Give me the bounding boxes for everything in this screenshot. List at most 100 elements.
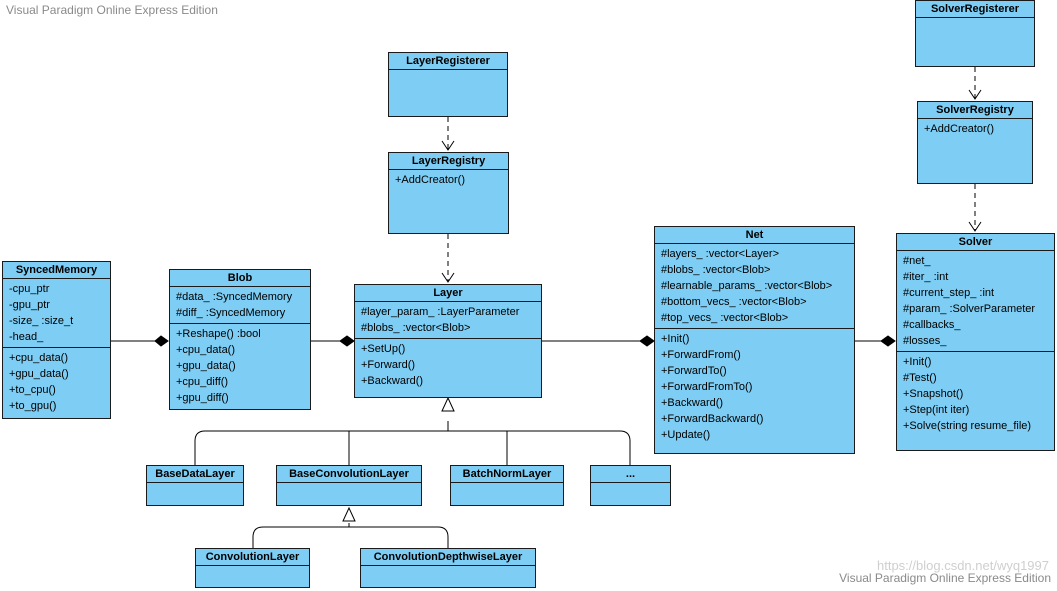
watermark-bottom: Visual Paradigm Online Express Edition [839,571,1051,585]
operation: +gpu_data() [9,368,69,380]
arrow-open [968,89,982,100]
class-title: Layer [355,285,541,302]
class-title: ConvolutionLayer [196,549,309,566]
diamond [639,335,655,347]
class-title: ConvolutionDepthwiseLayer [361,549,535,566]
diamond [880,335,896,347]
attribute: #param_ :SolverParameter [903,303,1036,315]
arrow-open [441,140,455,151]
class-batchnormlayer[interactable]: BatchNormLayer [450,465,564,506]
attribute: #top_vecs_ :vector<Blob> [661,312,789,324]
class-solver[interactable]: Solver #net_ #iter_ :int #current_step_ … [896,233,1055,451]
operations: +Reshape() :bool +cpu_data() +gpu_data()… [170,324,310,408]
class-basedatalayer[interactable]: BaseDataLayer [146,465,244,506]
inherit-tree-baseconv [252,523,449,548]
attribute: #diff_ :SyncedMemory [176,307,286,319]
class-title: BaseDataLayer [147,466,243,483]
attribute: #learnable_params_ :vector<Blob> [661,280,833,292]
operation: +AddCreator() [924,123,995,135]
class-title: ... [591,466,670,483]
attribute: #layer_param_ :LayerParameter [361,306,520,318]
operations: +SetUp() +Forward() +Backward() [355,339,541,391]
attribute: #blobs_ :vector<Blob> [661,264,771,276]
attribute: #current_step_ :int [903,287,995,299]
class-title: LayerRegisterer [389,53,507,70]
class-ellipsis-layer[interactable]: ... [590,465,671,506]
class-net[interactable]: Net #layers_ :vector<Layer> #blobs_ :vec… [654,226,855,454]
operation: +SetUp() [361,343,406,355]
operations: +Init() +ForwardFrom() +ForwardTo() +For… [655,329,854,445]
attribute: #blobs_ :vector<Blob> [361,322,471,334]
class-title: BaseConvolutionLayer [277,466,421,483]
inherit-tree-layer [194,421,631,467]
class-title: LayerRegistry [389,153,508,170]
class-layerregisterer[interactable]: LayerRegisterer [388,52,508,117]
operation: +gpu_data() [176,360,236,372]
operation: +Reshape() :bool [176,328,261,340]
attribute: #iter_ :int [903,271,949,283]
class-convolutiondepthwiselayer[interactable]: ConvolutionDepthwiseLayer [360,548,536,588]
attribute: -size_ :size_t [9,315,74,327]
operation: +ForwardFromTo() [661,381,753,393]
operation: #Test() [903,372,937,384]
attributes: #layer_param_ :LayerParameter #blobs_ :v… [355,302,541,339]
operation: +ForwardFrom() [661,349,741,361]
attributes: -cpu_ptr -gpu_ptr -size_ :size_t -head_ [3,279,110,348]
class-title: Solver [897,234,1054,251]
attribute: #data_ :SyncedMemory [176,291,293,303]
operation: +Forward() [361,359,416,371]
class-solverregistry[interactable]: SolverRegistry +AddCreator() [917,101,1033,184]
operation: +Update() [661,429,711,441]
operation: +Backward() [361,375,424,387]
operation: +cpu_data() [9,352,69,364]
diamond [339,335,355,347]
attribute: #bottom_vecs_ :vector<Blob> [661,296,807,308]
attributes: #data_ :SyncedMemory #diff_ :SyncedMemor… [170,287,310,324]
attribute: -cpu_ptr [9,283,50,295]
operation: +gpu_diff() [176,392,229,404]
class-layerregistry[interactable]: LayerRegistry +AddCreator() [388,152,509,234]
class-convolutionlayer[interactable]: ConvolutionLayer [195,548,310,588]
attribute: -head_ [9,331,44,343]
class-layer[interactable]: Layer #layer_param_ :LayerParameter #blo… [354,284,542,398]
operation: +Init() [661,333,690,345]
class-title: BatchNormLayer [451,466,563,483]
attribute: #layers_ :vector<Layer> [661,248,780,260]
operations: +AddCreator() [918,119,1032,139]
triangle [441,396,455,412]
class-title: SolverRegistry [918,102,1032,119]
arrow-open [968,221,982,232]
operation: +ForwardTo() [661,365,727,377]
arrow-open [441,272,455,283]
operation: +Snapshot() [903,388,964,400]
operation: +Init() [903,356,932,368]
operation: +to_gpu() [9,400,57,412]
operation: +Backward() [661,397,724,409]
class-title: Blob [170,270,310,287]
attribute: #losses_ [903,335,947,347]
operation: +Step(int iter) [903,404,970,416]
triangle [342,506,356,522]
watermark-url: https://blog.csdn.net/wyq1997 [876,558,1049,573]
operations: +cpu_data() +gpu_data() +to_cpu() +to_gp… [3,348,110,416]
attributes: #layers_ :vector<Layer> #blobs_ :vector<… [655,244,854,329]
diamond [154,335,169,347]
attributes: #net_ #iter_ :int #current_step_ :int #p… [897,251,1054,352]
operation: +Solve(string resume_file) [903,420,1032,432]
class-solverregisterer[interactable]: SolverRegisterer [915,0,1035,67]
class-baseconvolutionlayer[interactable]: BaseConvolutionLayer [276,465,422,506]
class-blob[interactable]: Blob #data_ :SyncedMemory #diff_ :Synced… [169,269,311,410]
operations: +Init() #Test() +Snapshot() +Step(int it… [897,352,1054,436]
class-title: SolverRegisterer [916,1,1034,18]
class-title: Net [655,227,854,244]
operation: +AddCreator() [395,174,466,186]
operations: +AddCreator() [389,170,508,190]
watermark-top: Visual Paradigm Online Express Edition [6,3,218,17]
attribute: #callbacks_ [903,319,961,331]
class-title: SyncedMemory [3,262,110,279]
operation: +to_cpu() [9,384,56,396]
operation: +cpu_diff() [176,376,229,388]
class-syncedmemory[interactable]: SyncedMemory -cpu_ptr -gpu_ptr -size_ :s… [2,261,111,419]
attribute: -gpu_ptr [9,299,50,311]
